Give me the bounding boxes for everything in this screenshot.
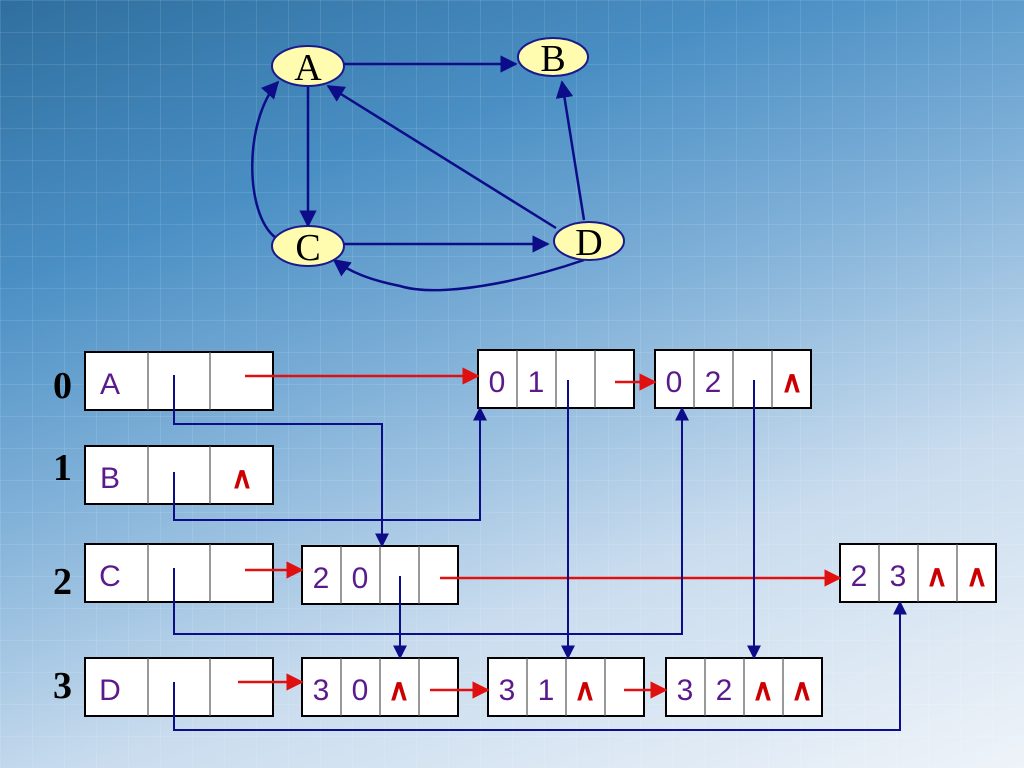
arc-head: 0 <box>352 562 369 595</box>
node-label: B <box>540 38 565 80</box>
arc-node-0-1: 0 1 <box>477 349 635 409</box>
arc-tlink: ∧ <box>966 560 988 593</box>
arc-hlink: ∧ <box>752 674 774 707</box>
graph-node-c: C <box>271 225 345 269</box>
arc-tail: 3 <box>499 674 516 707</box>
arc-hlink: ∧ <box>388 674 410 707</box>
edge-c-a <box>251 80 280 239</box>
arc-tail: 3 <box>313 674 330 707</box>
edge-d-a <box>326 84 557 230</box>
arc-head: 3 <box>890 560 907 593</box>
node-label: A <box>294 47 322 89</box>
arc-tail: 2 <box>851 560 868 593</box>
graph-edges <box>251 55 586 292</box>
vertex-second-cell: ∧ <box>231 462 253 495</box>
edge-d-c <box>332 258 585 292</box>
arc-hlink: ∧ <box>926 560 948 593</box>
arc-head: 1 <box>528 366 545 399</box>
arc-tlink: ∧ <box>791 674 813 707</box>
graph-node-a: A <box>271 45 345 89</box>
vertex-row-b: B ∧ <box>84 445 274 505</box>
graph-node-d: D <box>553 221 625 264</box>
arc-head: 0 <box>352 674 369 707</box>
node-label: C <box>295 227 320 269</box>
arc-hlink: ∧ <box>574 674 596 707</box>
arc-tlink: ∧ <box>781 366 803 399</box>
arc-node-0-2: 0 2 ∧ <box>654 349 812 409</box>
graph-node-b: B <box>517 37 589 80</box>
in-link-b <box>173 406 487 521</box>
in-link-a <box>173 375 389 548</box>
arc-head: 1 <box>538 674 555 707</box>
in-links <box>173 375 907 731</box>
arc-tail: 0 <box>666 366 683 399</box>
arc-head: 2 <box>705 366 722 399</box>
arc-tail: 3 <box>677 674 694 707</box>
arc-tail: 2 <box>313 562 330 595</box>
vertex-row-c: C <box>84 543 274 603</box>
vertex-label: A <box>100 368 120 401</box>
arc-node-3-2: 3 2 ∧ ∧ <box>665 657 823 717</box>
vertex-label: B <box>100 462 120 495</box>
in-link-d <box>173 600 907 731</box>
row-index-0: 0 <box>53 365 72 407</box>
node-label: D <box>575 222 602 264</box>
vertex-label: D <box>99 674 121 707</box>
row-index-2: 2 <box>53 561 72 603</box>
arc-tail: 0 <box>489 366 506 399</box>
arc-node-2-3: 2 3 ∧ ∧ <box>839 543 997 603</box>
arc-node-3-1: 3 1 ∧ <box>487 657 645 717</box>
vertex-row-a: A <box>84 351 274 411</box>
arc-node-3-0: 3 0 ∧ <box>301 657 459 717</box>
edge-d-b <box>555 80 586 221</box>
row-index-3: 3 <box>53 665 72 707</box>
vertex-row-d: D <box>84 657 274 717</box>
vertex-label: C <box>99 560 121 593</box>
row-index-1: 1 <box>53 447 72 489</box>
out-links <box>238 367 842 699</box>
arc-head: 2 <box>716 674 733 707</box>
in-link-c <box>173 406 689 635</box>
arc-node-2-0: 2 0 <box>301 545 459 605</box>
